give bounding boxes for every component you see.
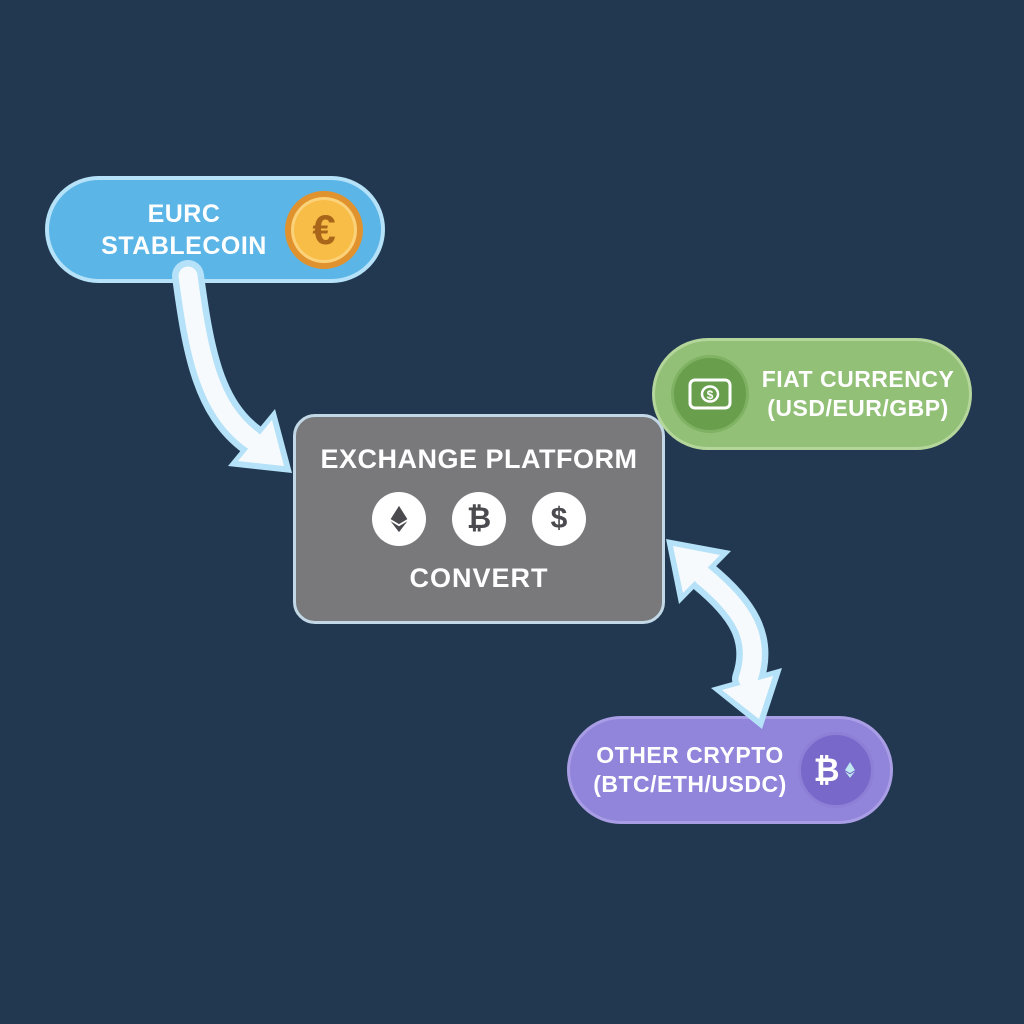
crypto-label-line2: (BTC/ETH/USDC): [593, 771, 787, 797]
fiat-label-line1: FIAT CURRENCY: [761, 365, 955, 392]
cash-bill-icon: $: [671, 355, 749, 433]
node-eurc-stablecoin: EURC STABLECOIN €: [45, 176, 385, 283]
node-fiat-currency: $ FIAT CURRENCY (USD/EUR/GBP): [652, 338, 972, 450]
node-exchange-platform: EXCHANGE PLATFORM ₿ $ CONVERT: [293, 414, 665, 624]
node-other-crypto: OTHER CRYPTO (BTC/ETH/USDC) ₿: [567, 716, 893, 824]
dollar-icon: $: [532, 492, 586, 546]
cash-dollar-symbol: $: [707, 388, 714, 402]
bitcoin-symbol: ₿: [466, 502, 492, 535]
euro-symbol: €: [312, 205, 336, 253]
euro-coin-icon: €: [285, 190, 363, 269]
dollar-symbol: $: [550, 502, 568, 535]
fiat-label-line2: (USD/EUR/GBP): [767, 395, 949, 421]
badge-bitcoin-symbol: ₿: [813, 752, 840, 788]
arrow-exchange-crypto-bidirectional: [666, 539, 782, 729]
bitcoin-icon: ₿: [452, 492, 506, 546]
other-crypto-label: OTHER CRYPTO (BTC/ETH/USDC): [592, 741, 788, 800]
exchange-icon-row: ₿ $: [372, 492, 586, 546]
crypto-label-line1: OTHER CRYPTO: [596, 741, 784, 768]
exchange-platform-title: EXCHANGE PLATFORM: [320, 444, 638, 474]
fiat-currency-label: FIAT CURRENCY (USD/EUR/GBP): [761, 365, 955, 424]
badge-ethereum-icon: [844, 762, 855, 778]
btc-eth-badge-icon: ₿: [798, 732, 874, 808]
ethereum-icon: [372, 492, 426, 546]
eurc-stablecoin-label: EURC STABLECOIN: [83, 198, 285, 262]
eurc-label-line2: STABLECOIN: [101, 231, 267, 260]
arrow-eurc-to-exchange: [172, 260, 292, 473]
convert-label: CONVERT: [409, 563, 549, 593]
eurc-label-line1: EURC: [147, 199, 221, 228]
